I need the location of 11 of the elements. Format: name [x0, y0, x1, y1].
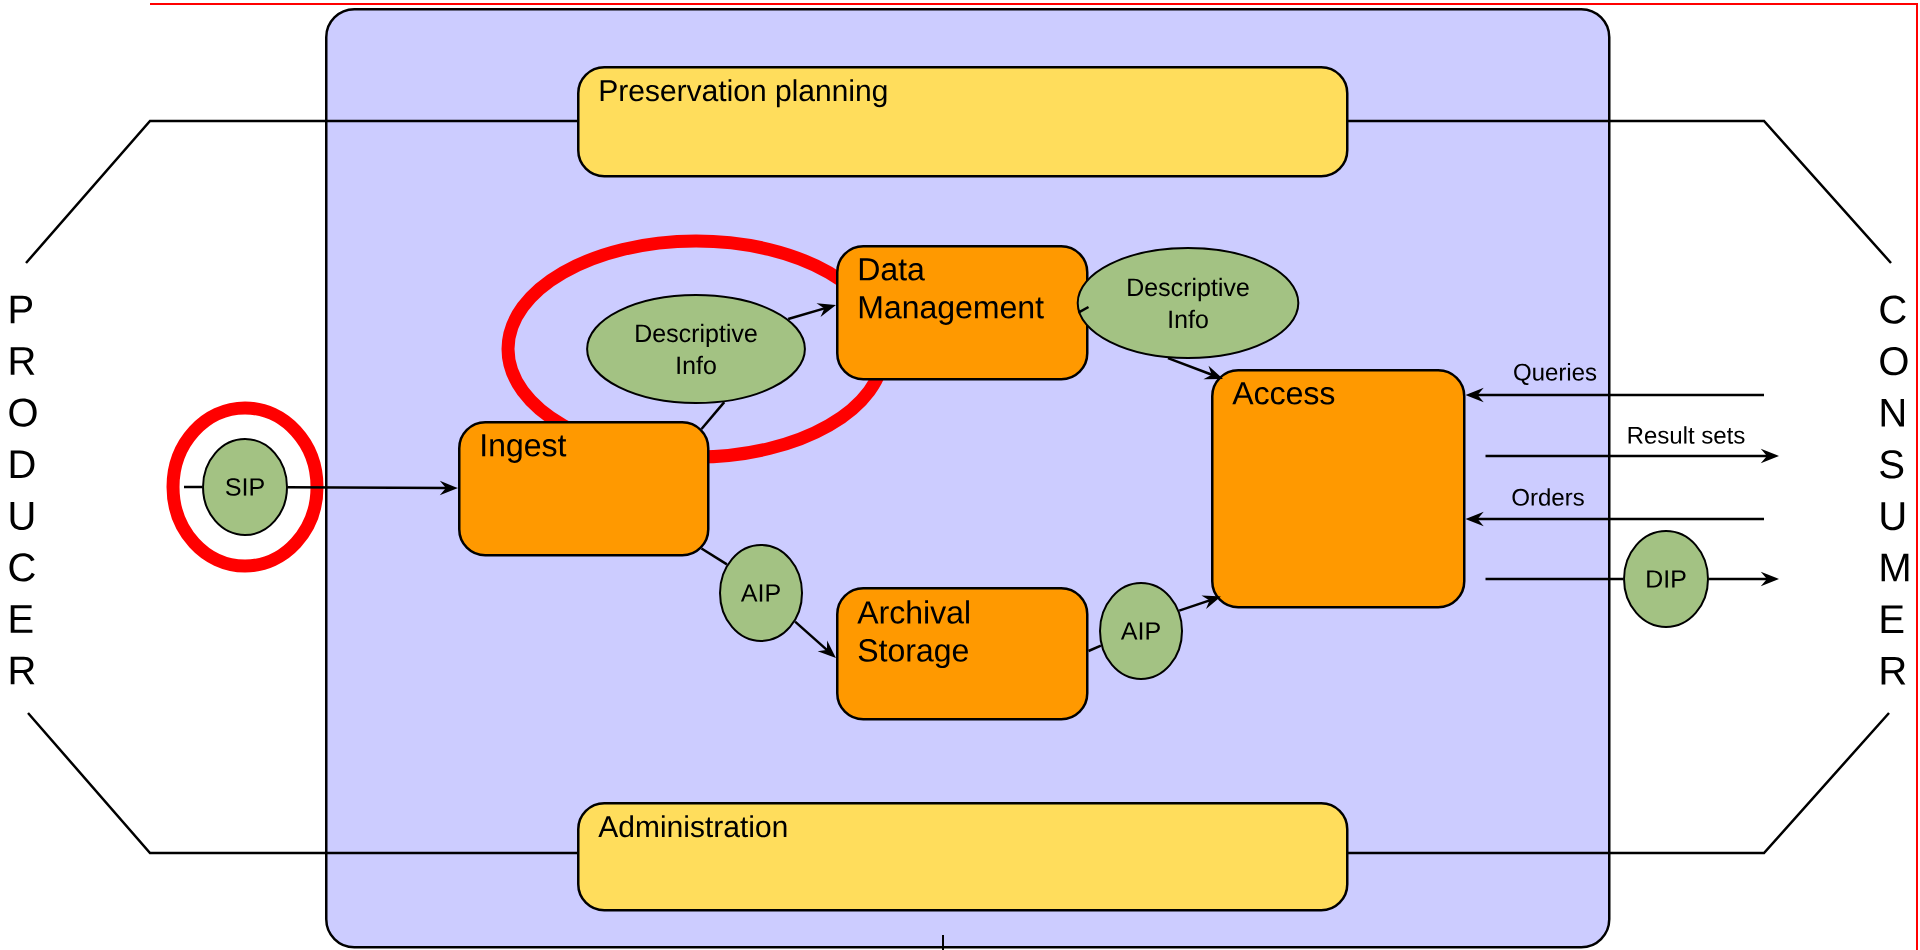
function-bar: Preservation planning	[577, 66, 1349, 178]
function-bar: Administration	[577, 802, 1349, 912]
process-box: Ingest	[458, 421, 710, 557]
edge-label: Queries	[1514, 363, 1597, 385]
vertical-label: CONSUMER	[1880, 295, 1909, 685]
process-box: Data Management	[836, 245, 1089, 381]
edge-label: Orders	[1512, 488, 1584, 506]
edge-label: Result sets	[1628, 426, 1745, 444]
vertical-label: PRODUCER	[9, 295, 37, 685]
process-box: Access	[1211, 369, 1466, 609]
process-box: Archival Storage	[836, 587, 1089, 721]
